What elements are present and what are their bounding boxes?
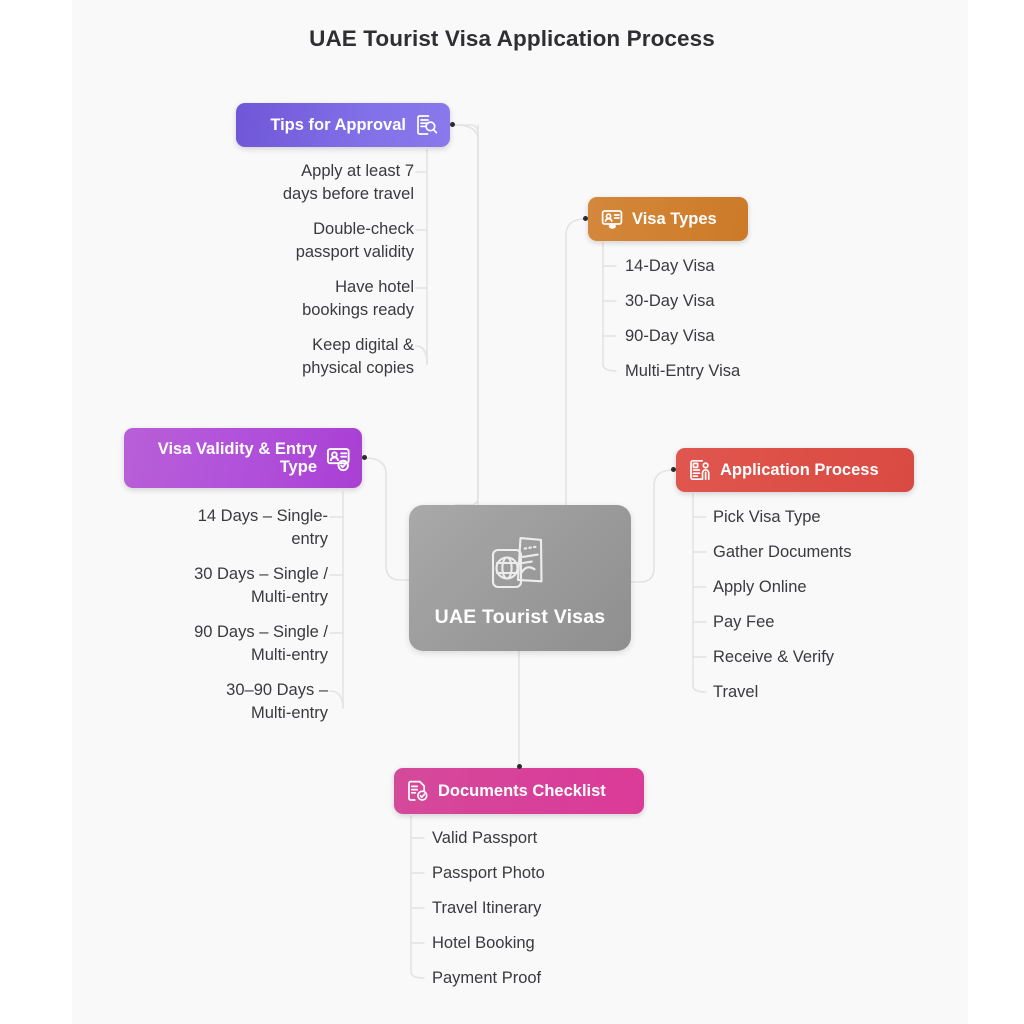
branch-dot-visa-validity	[362, 455, 367, 460]
branch-dot-application-process	[671, 467, 676, 472]
branch-label-documents-checklist: Documents Checklist	[438, 781, 606, 800]
branch-badge-visa-validity[interactable]: Visa Validity & Entry Type	[124, 428, 362, 488]
list-item: Have hotel bookings ready	[302, 278, 414, 320]
branch-label-visa-validity: Visa Validity & Entry Type	[157, 439, 317, 476]
link-center-tips	[454, 124, 479, 506]
branch-label-application-process: Application Process	[720, 460, 879, 479]
link-center-types	[565, 218, 586, 506]
list-item: Hotel Booking	[432, 934, 535, 952]
branch-dot-documents-checklist	[517, 764, 522, 769]
list-item: Pick Visa Type	[713, 508, 821, 526]
list-item: 14 Days – Single- entry	[197, 507, 328, 549]
list-item: Pay Fee	[713, 613, 775, 631]
document-person-icon	[688, 458, 712, 482]
list-item: Payment Proof	[432, 969, 542, 987]
list-item: Travel	[713, 683, 759, 701]
center-node[interactable]: UAE Tourist Visas	[409, 505, 631, 651]
page-title: UAE Tourist Visa Application Process	[309, 26, 715, 51]
branch-badge-tips[interactable]: Tips for Approval	[236, 103, 450, 147]
passport-ticket-icon	[481, 531, 559, 600]
list-item: 30-Day Visa	[625, 292, 715, 310]
branch-badge-documents-checklist[interactable]: Documents Checklist	[394, 768, 644, 814]
list-item: Travel Itinerary	[432, 899, 542, 917]
stub-validity-3	[329, 690, 344, 709]
list-item: 30–90 Days – Multi-entry	[226, 681, 328, 723]
document-check-icon	[406, 779, 430, 803]
document-search-icon	[414, 113, 438, 137]
list-item: 90-Day Visa	[625, 327, 715, 345]
list-item: Double-check passport validity	[295, 220, 414, 262]
list-item: Keep digital & physical copies	[302, 336, 414, 378]
branch-badge-application-process[interactable]: Application Process	[676, 448, 914, 492]
list-item: Apply at least 7 days before travel	[282, 162, 414, 204]
stub-tips-3	[415, 345, 428, 365]
branch-dot-visa-types	[583, 216, 588, 221]
list-item: 14-Day Visa	[625, 257, 715, 275]
list-item: 90 Days – Single / Multi-entry	[194, 623, 328, 665]
link-tips-elbow	[454, 124, 479, 141]
stub-process-5	[692, 685, 707, 693]
branch-label-tips: Tips for Approval	[270, 115, 406, 134]
id-card-check-icon	[325, 445, 352, 472]
list-item: 30 Days – Single / Multi-entry	[194, 565, 328, 607]
branch-label-visa-types: Visa Types	[632, 209, 717, 228]
list-item: Gather Documents	[713, 543, 852, 561]
stub-docs-4	[410, 971, 425, 979]
list-item: Multi-Entry Visa	[625, 362, 741, 380]
stub-types-3	[602, 363, 617, 372]
id-card-eye-icon	[600, 207, 624, 231]
list-item: Valid Passport	[432, 829, 538, 847]
center-node-label: UAE Tourist Visas	[434, 606, 606, 628]
branch-dot-tips	[450, 122, 455, 127]
list-item: Passport Photo	[432, 864, 545, 882]
link-center-validity	[364, 457, 410, 581]
list-item: Receive & Verify	[713, 648, 835, 666]
branch-badge-visa-types[interactable]: Visa Types	[588, 197, 748, 241]
list-item: Apply Online	[713, 578, 807, 596]
link-center-process	[630, 469, 674, 583]
